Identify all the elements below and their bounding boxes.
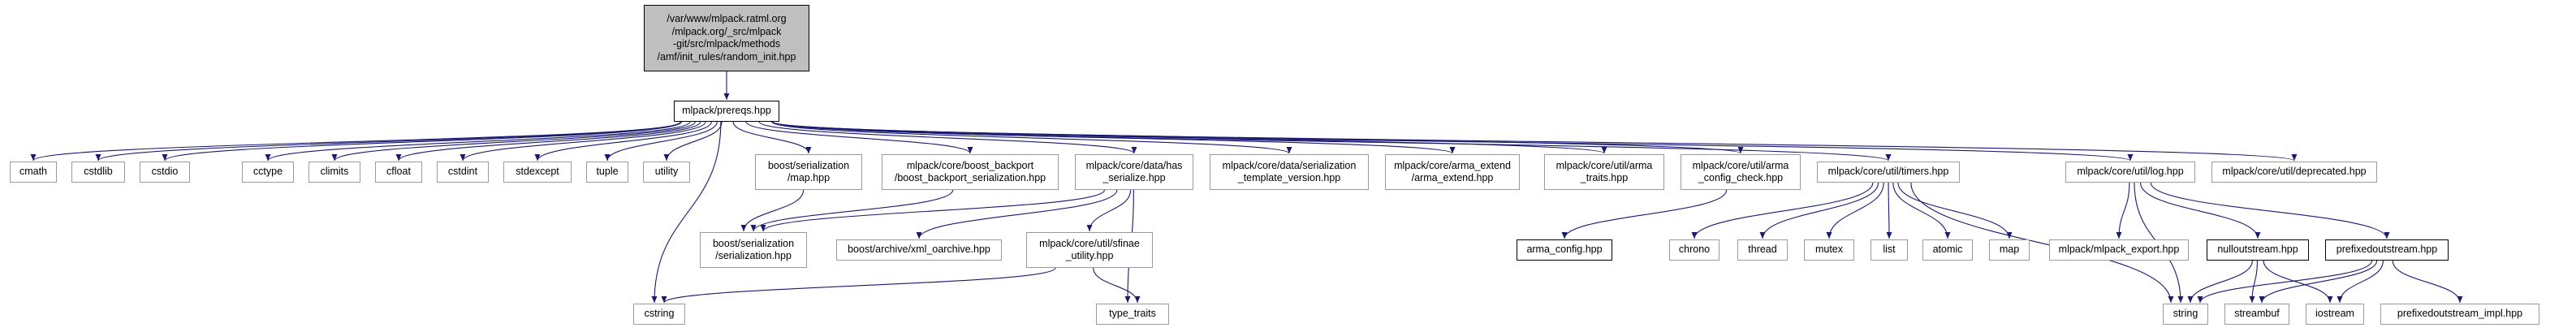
graph-edge-nulloutstream-to-iostream bbox=[2263, 260, 2333, 304]
graph-edge-has_serialize-to-boost_serialization bbox=[760, 189, 1105, 232]
graph-edge-prefixedoutstream-to-iostream bbox=[2337, 260, 2384, 304]
graph-edge-prereqs-to-cstdlib bbox=[95, 121, 681, 162]
graph-edge-timers-to-list bbox=[1886, 182, 1892, 239]
graph-edge-timers-to-map bbox=[1897, 182, 2013, 239]
graph-edge-prefixedoutstream-to-string bbox=[2197, 260, 2373, 304]
graph-edge-log-to-nulloutstream bbox=[2140, 182, 2261, 239]
graph-node-timers[interactable]: mlpack/core/util/timers.hpp bbox=[1817, 162, 1960, 183]
graph-node-type_traits: type_traits bbox=[1096, 304, 1169, 325]
graph-edge-prereqs-to-tuple bbox=[604, 121, 718, 162]
graph-node-prefixedoutstream[interactable]: prefixedoutstream.hpp bbox=[2325, 239, 2449, 261]
graph-node-boost_backport[interactable]: mlpack/core/boost_backport /boost_backpo… bbox=[882, 154, 1059, 190]
graph-edge-prereqs-to-cctype bbox=[265, 121, 691, 162]
graph-edge-sfinae-to-cstring bbox=[661, 267, 1056, 304]
graph-edge-boost_ser_map-to-boost_serialization bbox=[740, 189, 805, 232]
graph-edge-log-to-mlpack_export bbox=[2116, 182, 2130, 239]
graph-node-utility: utility bbox=[643, 162, 690, 183]
graph-node-nulloutstream[interactable]: nulloutstream.hpp bbox=[2207, 239, 2309, 261]
graph-node-arma_traits[interactable]: mlpack/core/util/arma _traits.hpp bbox=[1544, 154, 1664, 190]
graph-node-arma_config_check[interactable]: mlpack/core/util/arma _config_check.hpp bbox=[1681, 154, 1801, 190]
graph-node-prereqs[interactable]: mlpack/prereqs.hpp bbox=[674, 101, 779, 122]
graph-node-has_serialize[interactable]: mlpack/core/data/has _serialize.hpp bbox=[1075, 154, 1193, 190]
graph-node-tuple: tuple bbox=[586, 162, 628, 183]
graph-edge-prereqs-to-has_serialize bbox=[758, 121, 1137, 154]
graph-node-climits: climits bbox=[309, 162, 360, 183]
graph-edge-log-to-prefixedoutstream bbox=[2150, 182, 2390, 239]
graph-edge-prereqs-to-boost_ser_map bbox=[732, 121, 812, 154]
graph-edge-prereqs-to-cmath bbox=[30, 121, 681, 162]
graph-edge-prefixedoutstream-to-pos_impl bbox=[2392, 260, 2463, 304]
graph-node-ser_tmpl_ver[interactable]: mlpack/core/data/serialization _template… bbox=[1210, 154, 1369, 190]
graph-node-thread: thread bbox=[1737, 239, 1788, 261]
graph-edge-prereqs-to-cfloat bbox=[395, 121, 701, 162]
graph-node-arma_extend[interactable]: mlpack/core/arma_extend /arma_extend.hpp bbox=[1385, 154, 1520, 190]
graph-edge-arma_config_check-to-arma_config bbox=[1561, 189, 1728, 239]
graph-node-streambuf: streambuf bbox=[2224, 304, 2289, 325]
graph-edge-timers-to-mutex bbox=[1826, 182, 1884, 239]
graph-node-sfinae[interactable]: mlpack/core/util/sfinae _utility.hpp bbox=[1026, 232, 1153, 268]
graph-edge-timers-to-chrono bbox=[1691, 182, 1874, 239]
graph-edge-prereqs-to-arma_config_check bbox=[772, 121, 1743, 154]
graph-node-cstdint: cstdint bbox=[437, 162, 489, 183]
graph-edge-nulloutstream-to-streambuf bbox=[2249, 260, 2258, 304]
graph-node-chrono: chrono bbox=[1669, 239, 1719, 261]
graph-node-cctype: cctype bbox=[242, 162, 294, 183]
graph-node-random_init: /var/www/mlpack.ratml.org /mlpack.org/_s… bbox=[644, 5, 809, 71]
graph-edge-prereqs-to-utility bbox=[663, 121, 723, 162]
graph-node-cfloat: cfloat bbox=[375, 162, 422, 183]
graph-edge-prereqs-to-cstdio bbox=[162, 121, 683, 162]
graph-node-deprecated[interactable]: mlpack/core/util/deprecated.hpp bbox=[2211, 162, 2377, 183]
graph-edge-prereqs-to-climits bbox=[331, 121, 696, 162]
graph-edge-nulloutstream-to-string bbox=[2187, 260, 2253, 304]
graph-edge-prereqs-to-stdexcept bbox=[534, 121, 712, 162]
graph-node-mutex: mutex bbox=[1804, 239, 1854, 261]
graph-edge-timers-to-thread bbox=[1759, 182, 1879, 239]
graph-node-stdexcept: stdexcept bbox=[503, 162, 572, 183]
graph-node-pos_impl[interactable]: prefixedoutstream_impl.hpp bbox=[2380, 304, 2539, 325]
graph-edge-boost_backport-to-boost_serialization bbox=[750, 189, 954, 232]
graph-edge-prereqs-to-cstdint bbox=[460, 121, 706, 162]
graph-edge-timers-to-atomic bbox=[1892, 182, 1951, 239]
graph-node-arma_config[interactable]: arma_config.hpp bbox=[1517, 239, 1612, 261]
graph-edge-prereqs-to-ser_tmpl_ver bbox=[770, 121, 1292, 154]
graph-node-boost_ser_map: boost/serialization /map.hpp bbox=[755, 154, 862, 190]
graph-edge-has_serialize-to-xml_oarchive bbox=[916, 189, 1118, 239]
graph-node-list: list bbox=[1871, 239, 1908, 261]
graph-node-atomic: atomic bbox=[1922, 239, 1973, 261]
graph-node-cstring: cstring bbox=[633, 304, 685, 325]
graph-node-xml_oarchive: boost/archive/xml_oarchive.hpp bbox=[836, 239, 1002, 261]
graph-node-cstdio: cstdio bbox=[140, 162, 190, 183]
graph-edge-prereqs-to-cstring bbox=[651, 121, 722, 304]
graph-edge-prereqs-to-arma_traits bbox=[772, 121, 1607, 154]
graph-node-string: string bbox=[2163, 304, 2208, 325]
graph-node-boost_serialization: boost/serialization /serialization.hpp bbox=[700, 232, 807, 268]
graph-node-iostream: iostream bbox=[2306, 304, 2364, 325]
graph-node-mlpack_export[interactable]: mlpack/mlpack_export.hpp bbox=[2049, 239, 2189, 261]
graph-node-log[interactable]: mlpack/core/util/log.hpp bbox=[2065, 162, 2195, 183]
graph-edge-prereqs-to-arma_extend bbox=[772, 121, 1456, 154]
graph-edge-prefixedoutstream-to-streambuf bbox=[2259, 260, 2378, 304]
graph-node-map: map bbox=[1989, 239, 2030, 261]
graph-edge-has_serialize-to-sfinae bbox=[1086, 189, 1132, 232]
graph-edge-prereqs-to-boost_backport bbox=[745, 121, 973, 154]
graph-node-cmath: cmath bbox=[10, 162, 57, 183]
graph-node-cstdlib: cstdlib bbox=[71, 162, 125, 183]
graph-edge-sfinae-to-type_traits bbox=[1093, 267, 1141, 304]
